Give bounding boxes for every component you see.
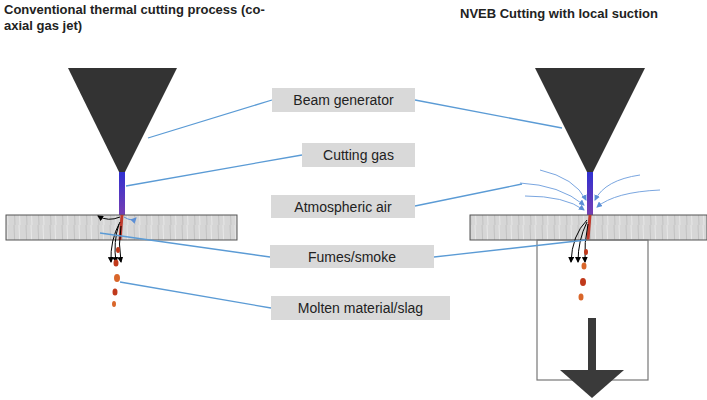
label-box: Atmospheric air [271, 195, 415, 218]
label-box: Beam generator [272, 88, 415, 112]
label-text: Cutting gas [315, 147, 402, 163]
beam-generator [535, 68, 645, 178]
label-text: Fumes/smoke [300, 249, 404, 265]
label-box: Molten material/slag [271, 296, 450, 320]
label-box: Cutting gas [302, 143, 415, 167]
leader-lines [100, 100, 586, 308]
label-text: Beam generator [285, 92, 401, 108]
label-box: Fumes/smoke [270, 245, 434, 268]
beam-generator [68, 68, 177, 178]
section-heading: Conventional thermal cutting process (co… [4, 2, 289, 34]
label-text: Molten material/slag [290, 300, 431, 316]
section-heading: NVEB Cutting with local suction [460, 6, 700, 22]
label-text: Atmospheric air [286, 199, 399, 215]
